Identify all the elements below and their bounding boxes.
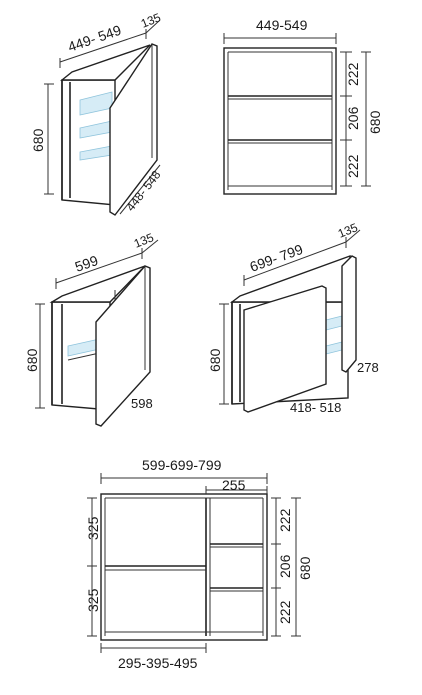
view5-right-top-label: 222 (277, 508, 293, 532)
view5-right-bottom-label: 222 (277, 600, 293, 624)
view4-height-label: 680 (207, 348, 223, 372)
view2-shelf-bottom-label: 222 (345, 154, 361, 178)
cabinet-top (60, 44, 151, 81)
view5-left-bottom-label: 325 (85, 588, 101, 612)
view3-depth-label: 135 (132, 230, 156, 251)
view-3-cabinet-perspective: 599 135 680 598 (24, 230, 159, 427)
view2-width-label: 449-549 (256, 17, 308, 33)
view2-height-label: 680 (367, 110, 383, 134)
view5-right-mid-label: 206 (277, 554, 293, 578)
view1-height-label: 680 (30, 128, 46, 152)
view4-width-label: 699- 799 (248, 241, 306, 275)
view4-door-label: 418- 518 (290, 400, 341, 415)
view2-shelf-top-label: 222 (345, 62, 361, 86)
view4-side-label: 278 (357, 360, 379, 375)
view5-width-label: 599-699-799 (142, 457, 222, 473)
view-5-front-elevation: 599-699-799 255 325 325 222 206 222 680 … (85, 457, 313, 671)
view5-height-label: 680 (297, 556, 313, 580)
view-4-cabinet-perspective: 699- 799 135 680 278 418- 518 (207, 220, 379, 415)
cabinet-door-right (341, 255, 357, 373)
view3-door-label: 598 (131, 396, 153, 411)
view5-left-top-label: 325 (85, 516, 101, 540)
view3-width-label: 599 (73, 252, 100, 275)
cabinet-door-left (243, 285, 327, 413)
view1-depth-label: 135 (139, 10, 163, 31)
view4-depth-label: 135 (336, 220, 360, 241)
view-2-front-elevation: 449-549 222 206 222 680 (223, 17, 383, 195)
view5-door-label: 295-395-495 (118, 655, 198, 671)
view2-shelf-mid-label: 206 (345, 106, 361, 130)
view3-height-label: 680 (24, 348, 40, 372)
cabinet-front (223, 47, 337, 195)
cabinet-front (100, 493, 268, 641)
view-1-cabinet-perspective: 449- 549 135 680 448- 548 (30, 10, 164, 216)
view5-compartment-label: 255 (222, 477, 246, 493)
